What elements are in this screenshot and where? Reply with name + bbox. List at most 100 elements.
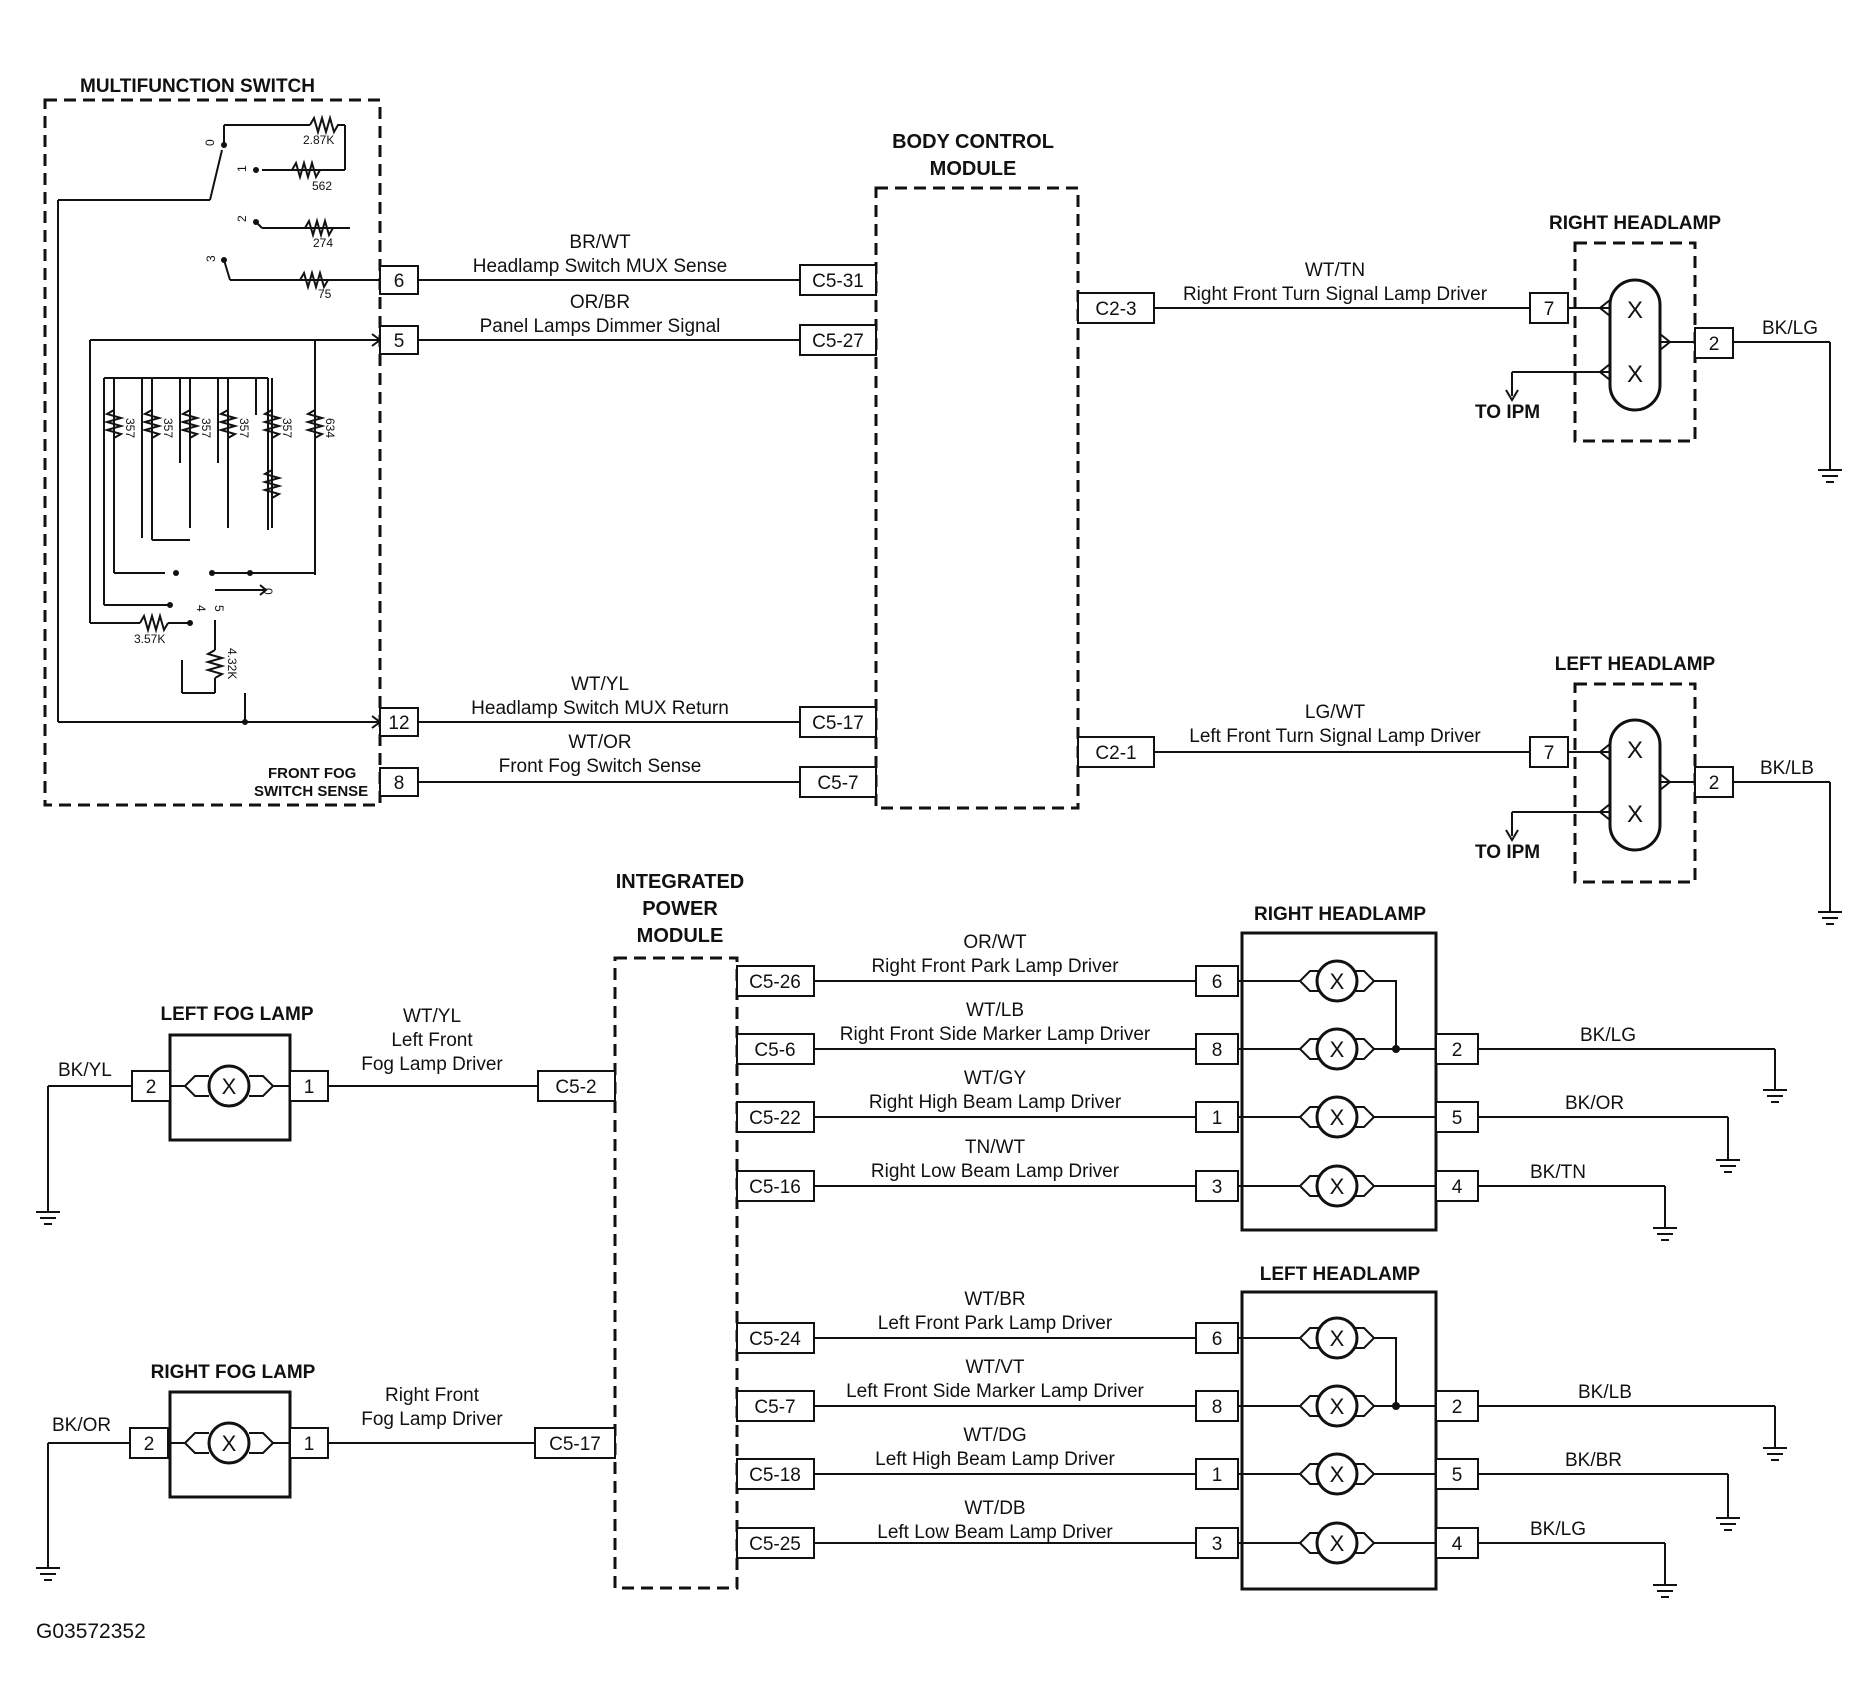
svg-text:X: X (1627, 737, 1643, 764)
svg-text:Right Front: Right Front (385, 1385, 480, 1406)
svg-text:X: X (222, 1431, 237, 1456)
headlamp-ground-row: 4 BK/LG (1435, 1519, 1677, 1598)
svg-text:WT/GY: WT/GY (964, 1068, 1027, 1089)
svg-text:2: 2 (1452, 1040, 1463, 1061)
svg-text:Right Front Turn Signal Lamp D: Right Front Turn Signal Lamp Driver (1183, 284, 1488, 305)
ground-symbol (1716, 1159, 1740, 1173)
ground-symbol (1763, 1089, 1787, 1103)
headlamp-circuit-row: C5-25 WT/DB Left Low Beam Lamp Driver 3 (736, 1498, 1239, 1559)
resistor-562 (291, 159, 321, 181)
svg-text:357: 357 (123, 418, 137, 438)
svg-text:Right Front Side Marker Lamp D: Right Front Side Marker Lamp Driver (840, 1024, 1151, 1045)
svg-text:357: 357 (199, 418, 213, 438)
ipm-boundary (613, 956, 739, 1590)
svg-text:357: 357 (280, 418, 294, 438)
headlamp-ground-row: 2 BK/LG (1435, 1025, 1787, 1103)
lamp-bulb-icon (1315, 1027, 1359, 1071)
headlamp-circuit-row: C5-16 TN/WT Right Low Beam Lamp Driver 3 (736, 1137, 1239, 1202)
svg-text:TO IPM: TO IPM (1475, 842, 1540, 863)
left-turn-headlamp: LG/WT Left Front Turn Signal Lamp Driver… (1154, 654, 1842, 925)
svg-text:X: X (1627, 361, 1643, 388)
body-control-module: BODY CONTROL MODULE C5-31 C5-27 C5-17 C5… (799, 131, 1155, 810)
svg-text:4: 4 (194, 605, 208, 612)
svg-text:4: 4 (1452, 1177, 1463, 1198)
svg-text:WT/YL: WT/YL (403, 1006, 461, 1027)
ground-symbol (1763, 1447, 1787, 1461)
switch-to-bcm-wires: BR/WT Headlamp Switch MUX Sense OR/BR Pa… (418, 232, 800, 783)
headlamp-ground-row: 5 BK/BR (1435, 1450, 1740, 1531)
svg-text:C5-6: C5-6 (754, 1040, 795, 1061)
ground-symbol (1818, 911, 1842, 925)
svg-text:Right Low Beam Lamp Driver: Right Low Beam Lamp Driver (871, 1161, 1120, 1182)
headlamp-circuit-row: C5-22 WT/GY Right High Beam Lamp Driver … (736, 1068, 1239, 1133)
svg-text:8: 8 (1212, 1040, 1223, 1061)
svg-text:1: 1 (304, 1077, 315, 1098)
svg-text:WT/VT: WT/VT (965, 1357, 1024, 1378)
svg-text:C5-17: C5-17 (549, 1434, 601, 1455)
svg-text:BK/LG: BK/LG (1762, 318, 1818, 339)
svg-text:2: 2 (1709, 334, 1720, 355)
svg-text:357: 357 (237, 418, 251, 438)
svg-text:Panel Lamps Dimmer Signal: Panel Lamps Dimmer Signal (480, 316, 721, 337)
svg-text:7: 7 (1544, 299, 1555, 320)
svg-text:1: 1 (1212, 1108, 1223, 1129)
right-headlamp-group: RIGHT HEADLAMP C5-26 OR/WT Right Front P… (736, 904, 1787, 1241)
ipm-connector (736, 1390, 815, 1422)
svg-text:BK/TN: BK/TN (1530, 1162, 1586, 1183)
svg-text:WT/DB: WT/DB (964, 1498, 1025, 1519)
svg-text:RIGHT FOG LAMP: RIGHT FOG LAMP (151, 1362, 316, 1383)
svg-text:Right High Beam Lamp Driver: Right High Beam Lamp Driver (869, 1092, 1122, 1113)
headlamp-circuit-row: C5-6 WT/LB Right Front Side Marker Lamp … (736, 1000, 1239, 1065)
left-fog-lamp: LEFT FOG LAMP X 2 1 BK/YL WT/YL Left Fro… (36, 1004, 616, 1225)
resistor-274 (304, 217, 334, 239)
resistor-75 (299, 269, 329, 291)
svg-text:X: X (1330, 1037, 1345, 1062)
headlamp-ground-row: 4 BK/TN (1435, 1162, 1677, 1241)
svg-text:BK/OR: BK/OR (52, 1415, 111, 1436)
svg-text:5: 5 (1452, 1108, 1463, 1129)
lamp-bulb-icon (1315, 1164, 1359, 1208)
svg-text:C5-2: C5-2 (555, 1077, 596, 1098)
svg-text:5: 5 (212, 605, 226, 612)
svg-text:X: X (1330, 1105, 1345, 1130)
switch-wiper (209, 149, 223, 201)
svg-text:INTEGRATED: INTEGRATED (616, 871, 745, 893)
svg-text:2: 2 (144, 1434, 155, 1455)
lamp-bulb-icon (1315, 1384, 1359, 1428)
ipm-connector-c5-17 (534, 1427, 616, 1459)
svg-text:WT/BR: WT/BR (964, 1289, 1025, 1310)
svg-text:C5-7: C5-7 (754, 1397, 795, 1418)
svg-text:C2-1: C2-1 (1095, 743, 1136, 764)
svg-text:357: 357 (161, 418, 175, 438)
svg-text:WT/OR: WT/OR (568, 732, 631, 753)
svg-text:BK/BR: BK/BR (1565, 1450, 1622, 1471)
headlamp-bulbs: X X X X (1238, 1316, 1436, 1565)
headlamp-circuit-row: C5-26 OR/WT Right Front Park Lamp Driver… (736, 932, 1239, 997)
switch-pin-6 (379, 265, 419, 295)
svg-text:3: 3 (1212, 1534, 1223, 1555)
svg-text:WT/TN: WT/TN (1305, 260, 1365, 281)
svg-text:4.32K: 4.32K (225, 648, 239, 679)
svg-text:2.87K: 2.87K (303, 133, 334, 147)
resistor-4-32k (204, 649, 226, 679)
svg-text:X: X (1330, 1531, 1345, 1556)
svg-text:8: 8 (1212, 1397, 1223, 1418)
svg-text:Fog Lamp Driver: Fog Lamp Driver (361, 1409, 503, 1430)
svg-text:OR/BR: OR/BR (570, 292, 630, 313)
svg-text:POWER: POWER (642, 898, 718, 920)
ipm-connector (736, 1033, 815, 1065)
svg-text:X: X (1330, 1462, 1345, 1487)
svg-text:Left Front Side Marker Lamp Dr: Left Front Side Marker Lamp Driver (846, 1381, 1144, 1402)
svg-text:6: 6 (394, 271, 405, 292)
bcm-connector-c2-3 (1077, 292, 1155, 324)
svg-text:Front Fog Switch Sense: Front Fog Switch Sense (499, 756, 702, 777)
bcm-connector-c5-27 (799, 324, 877, 356)
svg-text:Left Front Park Lamp Driver: Left Front Park Lamp Driver (878, 1313, 1113, 1334)
svg-text:6: 6 (1212, 1329, 1223, 1350)
svg-text:WT/YL: WT/YL (571, 674, 629, 695)
bcm-connector-c5-31 (799, 264, 877, 296)
svg-text:C5-7: C5-7 (817, 773, 858, 794)
svg-text:BK/LB: BK/LB (1760, 758, 1814, 779)
svg-text:6: 6 (1212, 972, 1223, 993)
svg-text:Left Front: Left Front (391, 1030, 473, 1051)
